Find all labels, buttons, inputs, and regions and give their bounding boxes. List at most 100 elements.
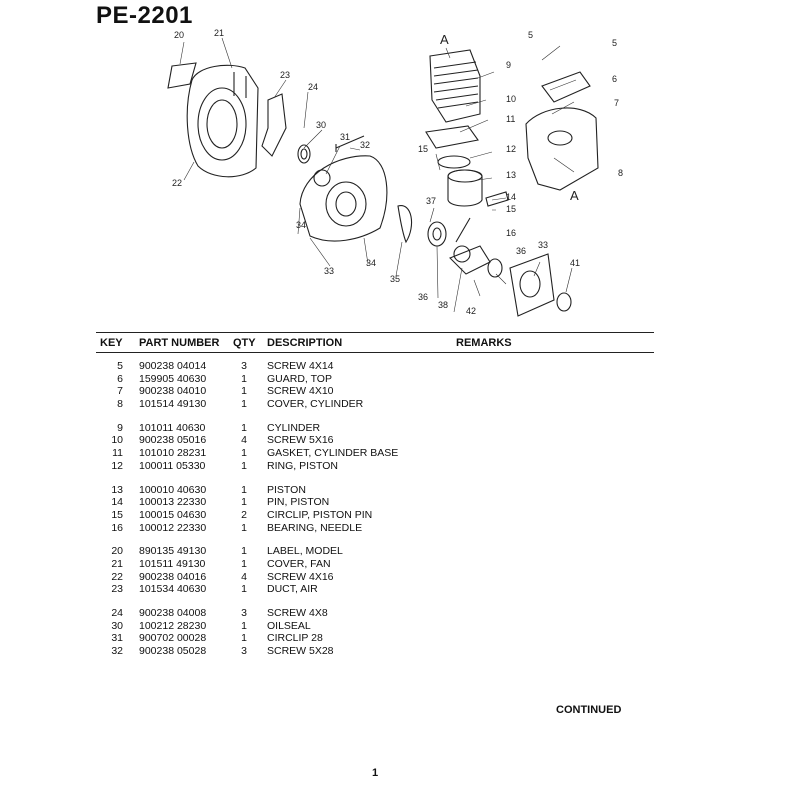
description-cell: COVER, FAN bbox=[267, 557, 331, 570]
callout-label: 22 bbox=[172, 178, 182, 188]
callout-label: 5 bbox=[528, 30, 533, 40]
part-number-cell: 100011 05330 bbox=[139, 459, 206, 472]
key-cell: 10 bbox=[111, 434, 123, 447]
crankshaft-part bbox=[449, 217, 491, 275]
key-cell: 16 bbox=[111, 521, 123, 534]
bearing-part bbox=[427, 221, 447, 247]
description-cell: LABEL, MODEL bbox=[267, 545, 343, 558]
qty-cell: 4 bbox=[241, 570, 247, 583]
description-cell: SCREW 4X10 bbox=[267, 385, 334, 398]
callout-label: 37 bbox=[426, 196, 436, 206]
continued-note: CONTINUED bbox=[556, 704, 622, 716]
description-cell: BEARING, NEEDLE bbox=[267, 521, 363, 534]
qty-cell: 1 bbox=[241, 483, 247, 496]
key-cell: 9 bbox=[117, 421, 123, 434]
callout-label: 34 bbox=[366, 258, 376, 268]
part-number-cell: 100012 22330 bbox=[139, 521, 207, 534]
callout-label: 36 bbox=[516, 246, 526, 256]
column-header-remarks: REMARKS bbox=[456, 337, 512, 349]
column-header-key: KEY bbox=[100, 337, 123, 349]
callout-label: 14 bbox=[506, 192, 516, 202]
key-cell: 31 bbox=[111, 632, 123, 645]
callout-label: 24 bbox=[308, 82, 318, 92]
qty-cell: 1 bbox=[241, 447, 247, 460]
qty-cell: 1 bbox=[241, 545, 247, 558]
description-cell: GASKET, CYLINDER BASE bbox=[267, 447, 399, 460]
cylinder-part bbox=[429, 49, 481, 123]
part-number-cell: 101011 40630 bbox=[139, 421, 206, 434]
column-header-part-number: PART NUMBER bbox=[139, 337, 220, 349]
part-number-cell: 101534 40630 bbox=[139, 583, 207, 596]
callout-label: 38 bbox=[438, 300, 448, 310]
callout-label: 8 bbox=[618, 168, 623, 178]
crankcase-part bbox=[299, 155, 388, 242]
table-row: 9 101011 40630 1 CYLINDER bbox=[96, 422, 654, 435]
callout-label: 16 bbox=[506, 228, 516, 238]
description-cell: GUARD, TOP bbox=[267, 372, 332, 385]
qty-cell: 1 bbox=[241, 372, 247, 385]
part-number-cell: 101514 49130 bbox=[139, 398, 207, 411]
callout-label: 20 bbox=[174, 30, 184, 40]
callout-label: 32 bbox=[360, 140, 370, 150]
page-title: PE-2201 bbox=[96, 2, 193, 29]
callout-label: 30 bbox=[316, 120, 326, 130]
part-number-cell: 890135 49130 bbox=[139, 545, 207, 558]
callout-label: 33 bbox=[324, 266, 334, 276]
column-header-description: DESCRIPTION bbox=[267, 337, 343, 349]
description-cell: SCREW 5X16 bbox=[267, 434, 334, 447]
callout-label: 7 bbox=[614, 98, 619, 108]
piston-ring-part bbox=[437, 155, 471, 169]
callout-label: 34 bbox=[296, 220, 306, 230]
qty-cell: 3 bbox=[241, 607, 247, 619]
part-number-cell: 101010 28231 bbox=[139, 447, 207, 460]
page-number: 1 bbox=[372, 767, 379, 779]
callout-label: 31 bbox=[340, 132, 350, 142]
qty-cell: 3 bbox=[241, 360, 247, 372]
description-cell: SCREW 5X28 bbox=[267, 645, 334, 658]
qty-cell: 1 bbox=[241, 421, 247, 434]
model-label-part bbox=[167, 62, 197, 89]
air-duct-part bbox=[261, 93, 287, 157]
key-cell: 15 bbox=[111, 508, 123, 521]
qty-cell: 1 bbox=[241, 459, 247, 472]
callout-label: 9 bbox=[506, 60, 511, 70]
callout-label: 5 bbox=[612, 38, 617, 48]
qty-cell: 1 bbox=[241, 583, 247, 596]
qty-cell: 4 bbox=[241, 434, 247, 447]
description-cell: DUCT, AIR bbox=[267, 583, 318, 596]
callout-label: 10 bbox=[506, 94, 516, 104]
section-mark: A bbox=[440, 32, 449, 47]
key-cell: 22 bbox=[111, 570, 123, 583]
part-number-cell: 900238 04010 bbox=[139, 385, 207, 398]
description-cell: PIN, PISTON bbox=[267, 496, 330, 509]
qty-cell: 1 bbox=[241, 619, 247, 632]
key-cell: 13 bbox=[111, 483, 123, 496]
callout-label: 36 bbox=[418, 292, 428, 302]
callout-label: 35 bbox=[390, 274, 400, 284]
description-cell: COVER, CYLINDER bbox=[267, 398, 364, 411]
description-cell: SCREW 4X14 bbox=[267, 360, 334, 372]
table-header-rule bbox=[96, 352, 654, 353]
circlip-part bbox=[313, 169, 331, 187]
oilseal-part bbox=[297, 144, 311, 164]
top-guard-part bbox=[541, 71, 591, 103]
description-cell: CYLINDER bbox=[267, 421, 321, 434]
table-top-rule bbox=[96, 332, 654, 333]
qty-cell: 1 bbox=[241, 398, 247, 411]
description-cell: OILSEAL bbox=[267, 619, 311, 632]
parts-table-header: KEY PART NUMBER QTY DESCRIPTION REMARKS bbox=[96, 336, 654, 352]
